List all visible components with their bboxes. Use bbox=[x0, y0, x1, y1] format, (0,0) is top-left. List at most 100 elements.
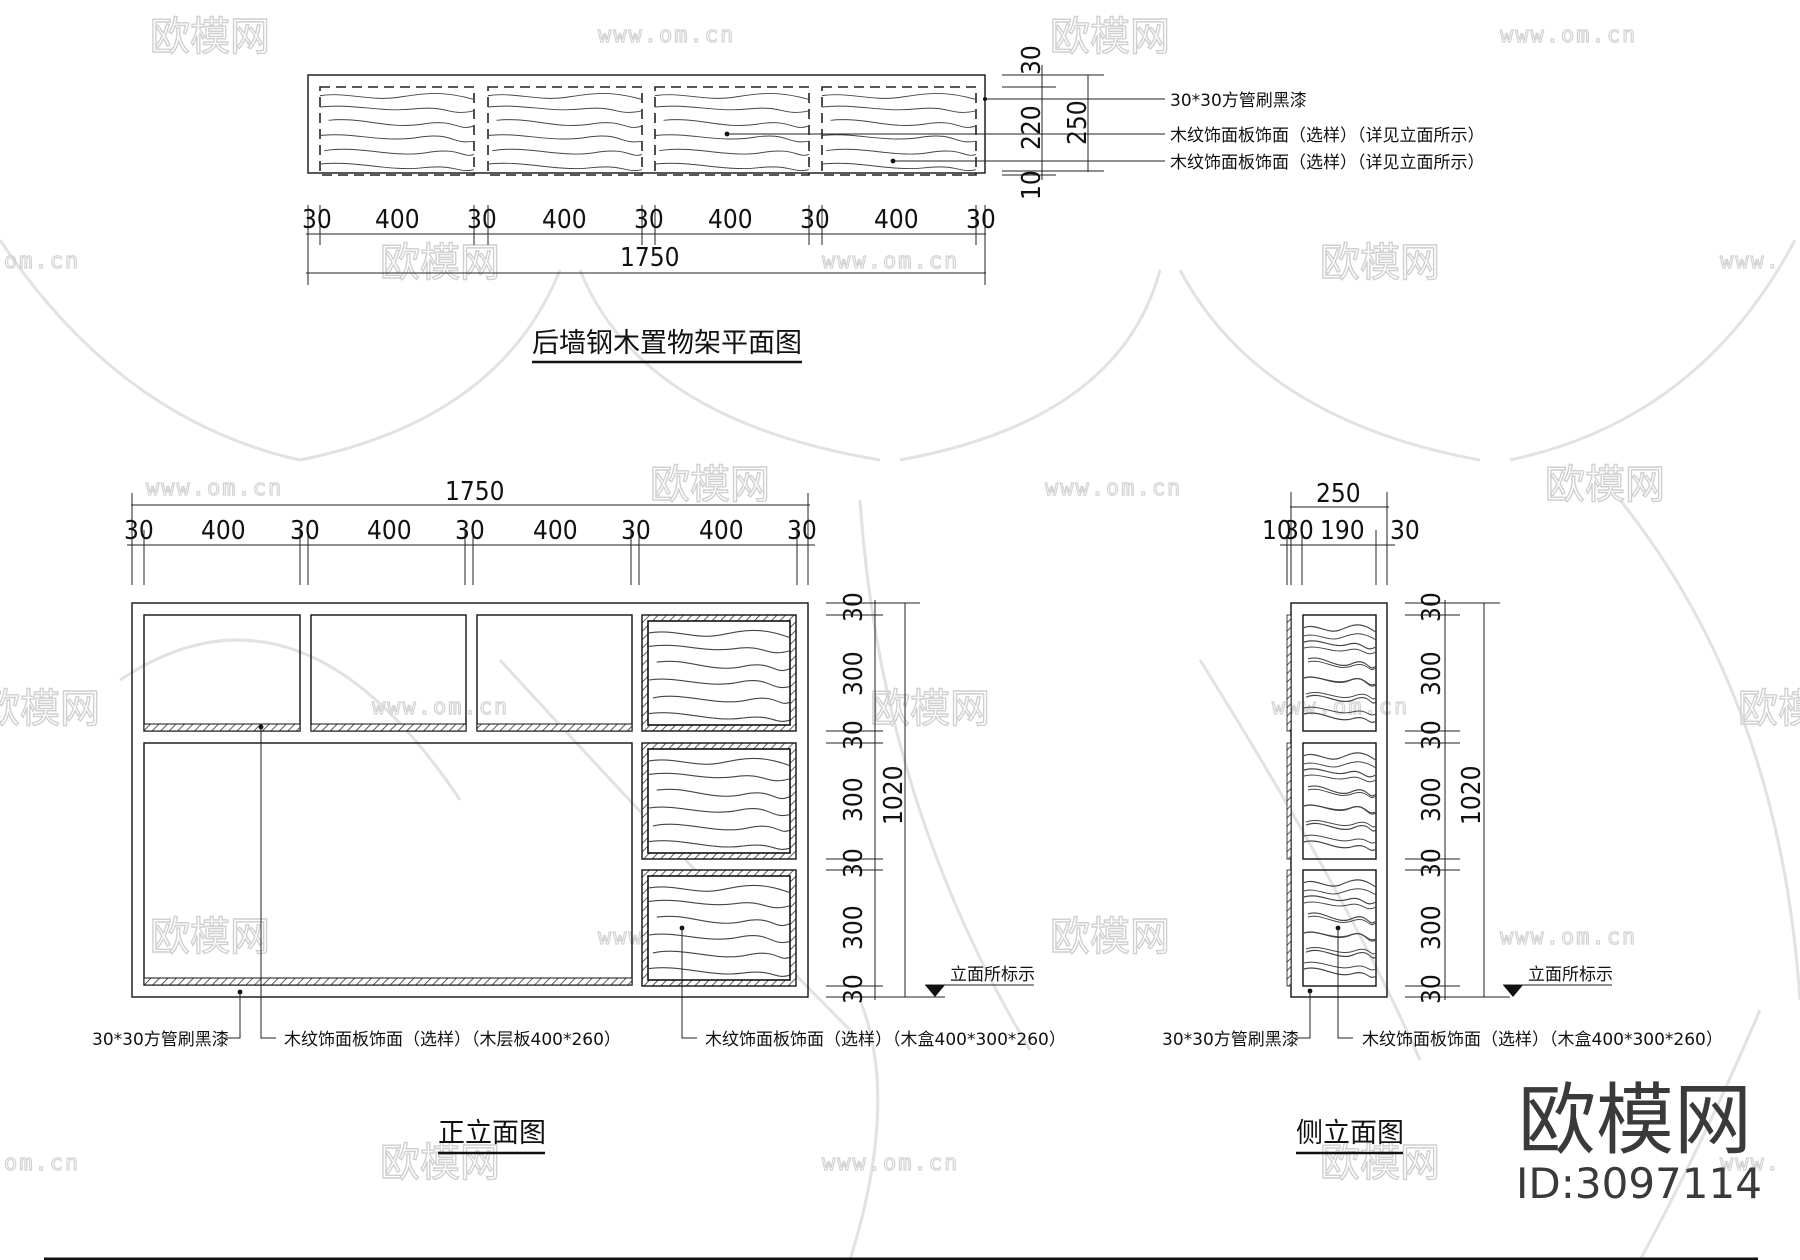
dim-label: 300 bbox=[839, 651, 869, 696]
dim-label: 10 bbox=[1262, 516, 1292, 546]
plan-vertical-dimension: 30 220 10 250 bbox=[1002, 45, 1104, 200]
plan-view: 30 400 30 400 30 400 30 400 30 1750 30 2… bbox=[302, 45, 1485, 364]
dim-label: 30 bbox=[1417, 592, 1447, 622]
watermark-url: www.om.cn bbox=[1045, 476, 1182, 501]
front-horizontal-dimension: 1750 30 400 30 400 30 400 30 400 30 bbox=[124, 477, 817, 585]
overall-width-label: 250 bbox=[1316, 479, 1361, 509]
dim-label: 400 bbox=[375, 205, 420, 235]
plan-panel bbox=[654, 86, 810, 176]
overall-width-label: 1750 bbox=[620, 243, 680, 273]
level-marker-label: 立面所标示 bbox=[1528, 965, 1613, 985]
watermark-brand: 欧模网 bbox=[1050, 914, 1170, 960]
side-elevation: 250 10 30 190 30 bbox=[1162, 479, 1723, 1155]
dim-label: 400 bbox=[699, 516, 744, 546]
side-panel-edge bbox=[1286, 614, 1292, 732]
dim-label: 30 bbox=[124, 516, 154, 546]
side-vertical-dimension: 30 300 30 300 30 300 30 1020 bbox=[1405, 592, 1510, 1004]
dim-label: 30 bbox=[1417, 720, 1447, 750]
watermark-url: www.om.cn bbox=[1500, 925, 1637, 950]
watermark-url: www.om.cn bbox=[372, 695, 509, 720]
watermark-url: www.om.cn bbox=[822, 249, 959, 274]
dim-label: 30 bbox=[839, 592, 869, 622]
watermark-url-fragment: www. bbox=[1720, 249, 1781, 274]
dim-label: 300 bbox=[839, 777, 869, 822]
front-note: 30*30方管刷黑漆 bbox=[92, 1030, 229, 1050]
open-cell bbox=[143, 614, 301, 732]
dim-label: 400 bbox=[533, 516, 578, 546]
watermark-layer: 欧模网 www.om.cn 欧模网 www.om.cn om.cn 欧模网 ww… bbox=[0, 13, 1800, 1260]
stamp-brand: 欧模网 bbox=[1518, 1076, 1752, 1166]
watermark-brand: 欧模网 bbox=[0, 686, 100, 732]
front-note: 木纹饰面板饰面（选样）（木层板400*260） bbox=[284, 1030, 621, 1050]
side-wood-box bbox=[1302, 869, 1377, 987]
dim-label: 30 bbox=[455, 516, 485, 546]
watermark-brand: 欧模网 bbox=[650, 462, 770, 508]
plan-horizontal-dimension: 30 400 30 400 30 400 30 400 30 1750 bbox=[302, 205, 996, 285]
dim-label: 30 bbox=[1417, 848, 1447, 878]
overall-height-label: 1020 bbox=[1457, 765, 1487, 825]
open-cell bbox=[310, 614, 467, 732]
dim-label: 30 bbox=[787, 516, 817, 546]
side-note: 木纹饰面板饰面（选样）（木盒400*300*260） bbox=[1362, 1030, 1723, 1050]
dim-label: 30 bbox=[966, 205, 996, 235]
overall-width-label: 1750 bbox=[445, 477, 505, 507]
dim-label: 190 bbox=[1320, 516, 1365, 546]
dim-label: 30 bbox=[1390, 516, 1420, 546]
plan-note: 木纹饰面板饰面（选样）（详见立面所示） bbox=[1170, 153, 1485, 173]
dim-label: 30 bbox=[621, 516, 651, 546]
dim-label: 30 bbox=[1284, 516, 1314, 546]
watermark-brand: 欧模网 bbox=[150, 14, 270, 60]
plan-note: 30*30方管刷黑漆 bbox=[1170, 91, 1307, 111]
watermark-url: www.om.cn bbox=[146, 476, 283, 501]
watermark-brand: 欧模网 bbox=[1738, 686, 1800, 732]
watermark-url-fragment: om.cn bbox=[4, 1151, 80, 1176]
dim-label: 30 bbox=[800, 205, 830, 235]
dim-label: 220 bbox=[1017, 105, 1047, 150]
front-leaders bbox=[220, 724, 697, 1039]
dim-label: 30 bbox=[839, 974, 869, 1004]
level-marker: 立面所标示 bbox=[1503, 965, 1613, 997]
dim-label: 400 bbox=[201, 516, 246, 546]
watermark-brand: 欧模网 bbox=[380, 1140, 500, 1186]
dim-label: 30 bbox=[839, 848, 869, 878]
wood-box bbox=[641, 614, 797, 732]
side-note: 30*30方管刷黑漆 bbox=[1162, 1030, 1299, 1050]
dim-label: 30 bbox=[634, 205, 664, 235]
side-panel-edge bbox=[1286, 742, 1292, 860]
front-elevation: 1750 30 400 30 400 30 400 30 400 30 bbox=[92, 477, 1066, 1155]
watermark-brand: 欧模网 bbox=[380, 240, 500, 286]
dim-label: 300 bbox=[839, 905, 869, 950]
triangle-marker-icon bbox=[925, 985, 945, 997]
dim-label: 30 bbox=[839, 720, 869, 750]
dim-label: 400 bbox=[542, 205, 587, 235]
plan-view-title: 后墙钢木置物架平面图 bbox=[532, 328, 802, 359]
watermark-url: www.om.cn bbox=[598, 23, 735, 48]
watermark-brand: 欧模网 bbox=[1050, 14, 1170, 60]
dim-label: 300 bbox=[1417, 777, 1447, 822]
watermark-url-fragment: www. bbox=[1720, 1151, 1781, 1176]
watermark-url: www.om.cn bbox=[1272, 695, 1409, 720]
front-elevation-title: 正立面图 bbox=[438, 1118, 546, 1149]
front-outer-frame bbox=[131, 602, 809, 998]
plan-panels bbox=[319, 86, 977, 176]
side-panel-edge bbox=[1286, 869, 1292, 987]
level-marker-label: 立面所标示 bbox=[950, 965, 1035, 985]
side-horizontal-dimension: 250 10 30 190 30 bbox=[1262, 479, 1420, 585]
level-marker: 立面所标示 bbox=[925, 965, 1035, 997]
dim-label: 30 bbox=[302, 205, 332, 235]
dim-label: 30 bbox=[1417, 974, 1447, 1004]
watermark-stamp: 欧模网 ID:3097114 bbox=[1516, 1076, 1762, 1208]
watermark-url: www.om.cn bbox=[1500, 23, 1637, 48]
dim-label: 10 bbox=[1017, 170, 1047, 200]
overall-height-label: 1020 bbox=[879, 765, 909, 825]
watermark-brand: 欧模网 bbox=[1320, 240, 1440, 286]
open-cell-large bbox=[143, 742, 633, 986]
side-wood-box bbox=[1302, 614, 1377, 732]
watermark-brand: 欧模网 bbox=[150, 914, 270, 960]
side-elevation-title: 侧立面图 bbox=[1296, 1118, 1404, 1149]
watermark-url: www.om.cn bbox=[822, 1151, 959, 1176]
dim-label: 30 bbox=[467, 205, 497, 235]
side-leaders bbox=[1295, 925, 1353, 1039]
dim-label: 400 bbox=[367, 516, 412, 546]
